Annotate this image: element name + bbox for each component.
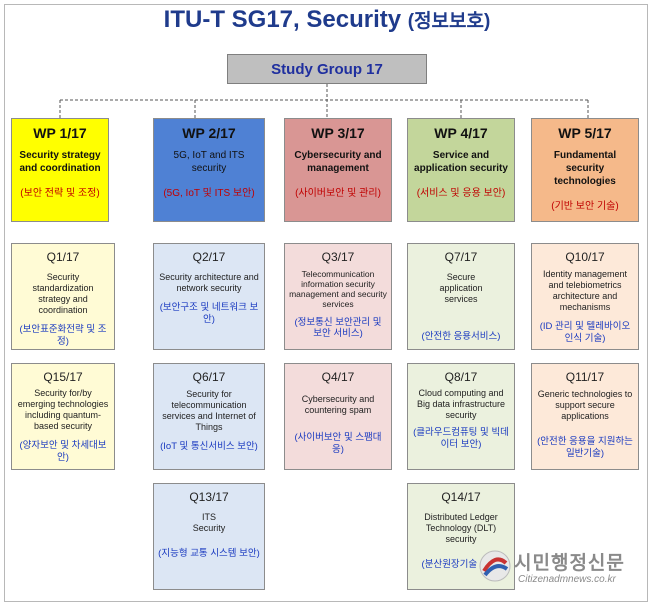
watermark-name: 시민행정신문 bbox=[514, 553, 625, 574]
q13-box: Q13/17 ITS Security (지능형 교통 시스템 보안) bbox=[153, 483, 265, 590]
q7-desc: Secure application services bbox=[439, 272, 483, 304]
study-group-box: Study Group 17 bbox=[227, 54, 427, 84]
q11-box: Q11/17 Generic technologies to support s… bbox=[531, 363, 639, 470]
wp5-box: WP 5/17 Fundamental security technologie… bbox=[531, 118, 639, 222]
q8-title: Q8/17 bbox=[444, 370, 478, 384]
q11-kr: (안전한 응용을 지원하는 일반기술) bbox=[537, 436, 633, 459]
q15-title: Q15/17 bbox=[43, 370, 83, 384]
q6-box: Q6/17 Security for telecommunication ser… bbox=[153, 363, 265, 470]
q1-box: Q1/17 Security standardization strategy … bbox=[11, 243, 115, 350]
q13-desc: ITS Security bbox=[192, 512, 226, 533]
q14-title: Q14/17 bbox=[441, 490, 481, 504]
q8-box: Q8/17 Cloud computing and Big data infra… bbox=[407, 363, 515, 470]
q14-desc: Distributed Ledger Technology (DLT) secu… bbox=[424, 512, 498, 544]
q8-desc: Cloud computing and Big data infrastruct… bbox=[416, 388, 506, 420]
q10-title: Q10/17 bbox=[565, 250, 605, 264]
q2-desc: Security architecture and network securi… bbox=[159, 272, 259, 293]
q6-title: Q6/17 bbox=[192, 370, 226, 384]
q8-kr: (클라우드컴퓨팅 및 빅데이터 보안) bbox=[413, 427, 509, 450]
q1-title: Q1/17 bbox=[46, 250, 80, 264]
watermark-url: Citizenadmnews.co.kr bbox=[518, 574, 616, 585]
q10-kr: (ID 관리 및 텔레바이오인식 기술) bbox=[539, 321, 631, 344]
q13-kr: (지능형 교통 시스템 보안) bbox=[158, 548, 260, 559]
q4-desc: Cybersecurity and countering spam bbox=[301, 394, 375, 415]
q6-desc: Security for telecommunication services … bbox=[162, 389, 256, 432]
q3-box: Q3/17 Telecommunication information secu… bbox=[284, 243, 392, 350]
watermark: 시민행정신문 Citizenadmnews.co.kr bbox=[478, 545, 648, 595]
q3-title: Q3/17 bbox=[321, 250, 355, 264]
q14-kr: (분산원장기술 보안) bbox=[421, 559, 501, 570]
wp4-box: WP 4/17 Service and application security… bbox=[407, 118, 515, 222]
diagram-title: ITU-T SG17, Security (정보보호) bbox=[0, 6, 654, 34]
q2-kr: (보안구조 및 네트워크 보안) bbox=[159, 302, 259, 325]
wp2-box: WP 2/17 5G, IoT and ITS security (5G, Io… bbox=[153, 118, 265, 222]
title-main: ITU-T SG17, Security bbox=[163, 6, 402, 33]
wp4-title: WP 4/17 bbox=[434, 125, 488, 141]
q10-desc: Identity management and telebiometrics a… bbox=[542, 269, 628, 312]
q1-desc: Security standardization strategy and co… bbox=[32, 272, 94, 315]
q4-title: Q4/17 bbox=[321, 370, 355, 384]
wp3-title: WP 3/17 bbox=[311, 125, 365, 141]
q7-box: Q7/17 Secure application services (안전한 응… bbox=[407, 243, 515, 350]
q15-box: Q15/17 Security for/by emerging technolo… bbox=[11, 363, 115, 470]
wp1-box: WP 1/17 Security strategy and coordinati… bbox=[11, 118, 109, 222]
q15-desc: Security for/by emerging technologies in… bbox=[17, 388, 109, 431]
wp3-box: WP 3/17 Cybersecurity and management (사이… bbox=[284, 118, 392, 222]
q2-title: Q2/17 bbox=[192, 250, 226, 264]
wp4-desc: Service and application security bbox=[414, 150, 508, 174]
q3-desc: Telecommunication information security m… bbox=[289, 269, 387, 309]
watermark-logo-icon bbox=[479, 550, 511, 582]
wp5-desc: Fundamental security technologies bbox=[553, 150, 617, 187]
q7-kr: (안전한 응용서비스) bbox=[421, 331, 501, 342]
q7-title: Q7/17 bbox=[444, 250, 478, 264]
q4-kr: (사이버보안 및 스팸대응) bbox=[294, 432, 382, 455]
q11-title: Q11/17 bbox=[565, 370, 605, 384]
wp5-title: WP 5/17 bbox=[558, 125, 612, 141]
title-korean: (정보보호) bbox=[407, 11, 491, 32]
q10-box: Q10/17 Identity management and telebiome… bbox=[531, 243, 639, 350]
wp1-title: WP 1/17 bbox=[33, 125, 87, 141]
wp5-kr: (기반 보안 기술) bbox=[551, 201, 619, 212]
q3-kr: (정보통신 보안관리 및 보안 서비스) bbox=[294, 317, 382, 339]
q6-kr: (IoT 및 통신서비스 보안) bbox=[160, 441, 258, 452]
q1-kr: (보안표준화전략 및 조정) bbox=[19, 324, 107, 347]
wp2-title: WP 2/17 bbox=[182, 125, 236, 141]
wp2-desc: 5G, IoT and ITS security bbox=[173, 150, 245, 174]
q4-box: Q4/17 Cybersecurity and countering spam … bbox=[284, 363, 392, 470]
q13-title: Q13/17 bbox=[189, 490, 229, 504]
q2-box: Q2/17 Security architecture and network … bbox=[153, 243, 265, 350]
wp3-desc: Cybersecurity and management bbox=[294, 150, 382, 174]
wp3-kr: (사이버보안 및 관리) bbox=[295, 188, 381, 199]
q15-kr: (양자보안 및 차세대보안) bbox=[19, 440, 107, 463]
wp4-kr: (서비스 및 응용 보안) bbox=[416, 188, 506, 199]
wp2-kr: (5G, IoT 및 ITS 보안) bbox=[163, 188, 255, 199]
wp1-kr: (보안 전략 및 조정) bbox=[20, 188, 100, 199]
q11-desc: Generic technologies to support secure a… bbox=[537, 389, 633, 421]
wp1-desc: Security strategy and coordination bbox=[19, 150, 101, 174]
